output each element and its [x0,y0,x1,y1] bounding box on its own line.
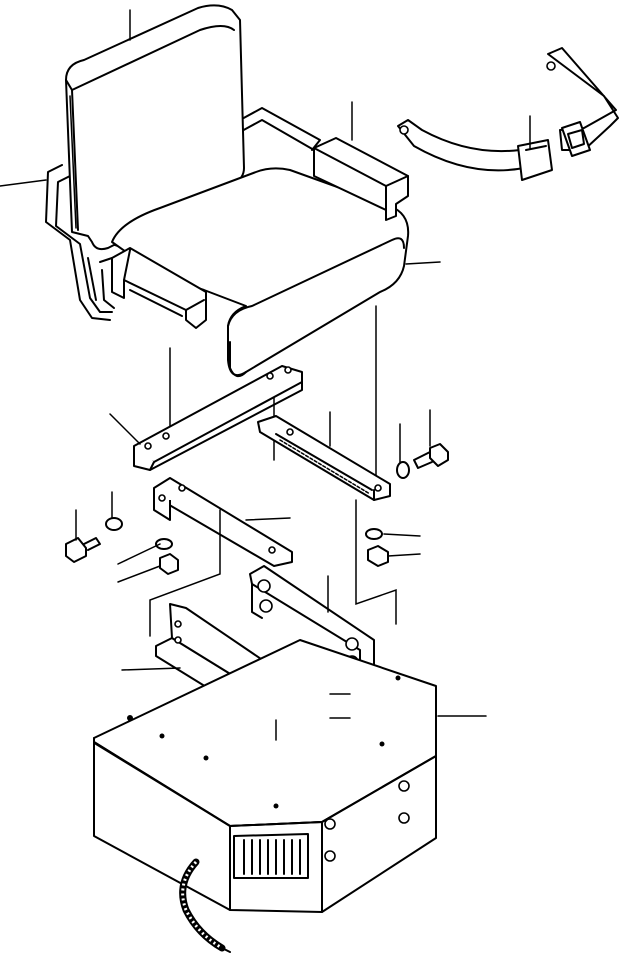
wire-harness-icon [179,858,231,953]
seat-base-box-icon [93,639,437,913]
callout-mounting-plate [245,517,291,521]
callout-washer-mid-right [383,533,421,537]
slide-rail-left [133,365,303,471]
mounting-plate-left [153,477,293,567]
seat-belt-icon [397,47,619,181]
callout-nut-left [117,565,161,583]
callout-nut-right [387,553,421,557]
callout-seat-frame [0,179,47,187]
slide-rail-right [257,415,391,501]
seat-armrest-right [313,137,409,221]
seat-icon [45,4,410,489]
base-vent-grille [233,833,309,879]
seat-armrest-left [99,247,207,329]
callout-cushion [405,261,441,265]
callout-washer-mid-left [117,543,161,565]
callout-leader-lines [0,9,531,741]
callout-slide-rail-left [109,413,141,445]
callout-lower-bracket [121,667,181,671]
seat-cushion [111,167,410,378]
seat-backrest [65,4,245,251]
nut-icon [159,545,389,575]
seat-frame-tube [45,107,321,321]
